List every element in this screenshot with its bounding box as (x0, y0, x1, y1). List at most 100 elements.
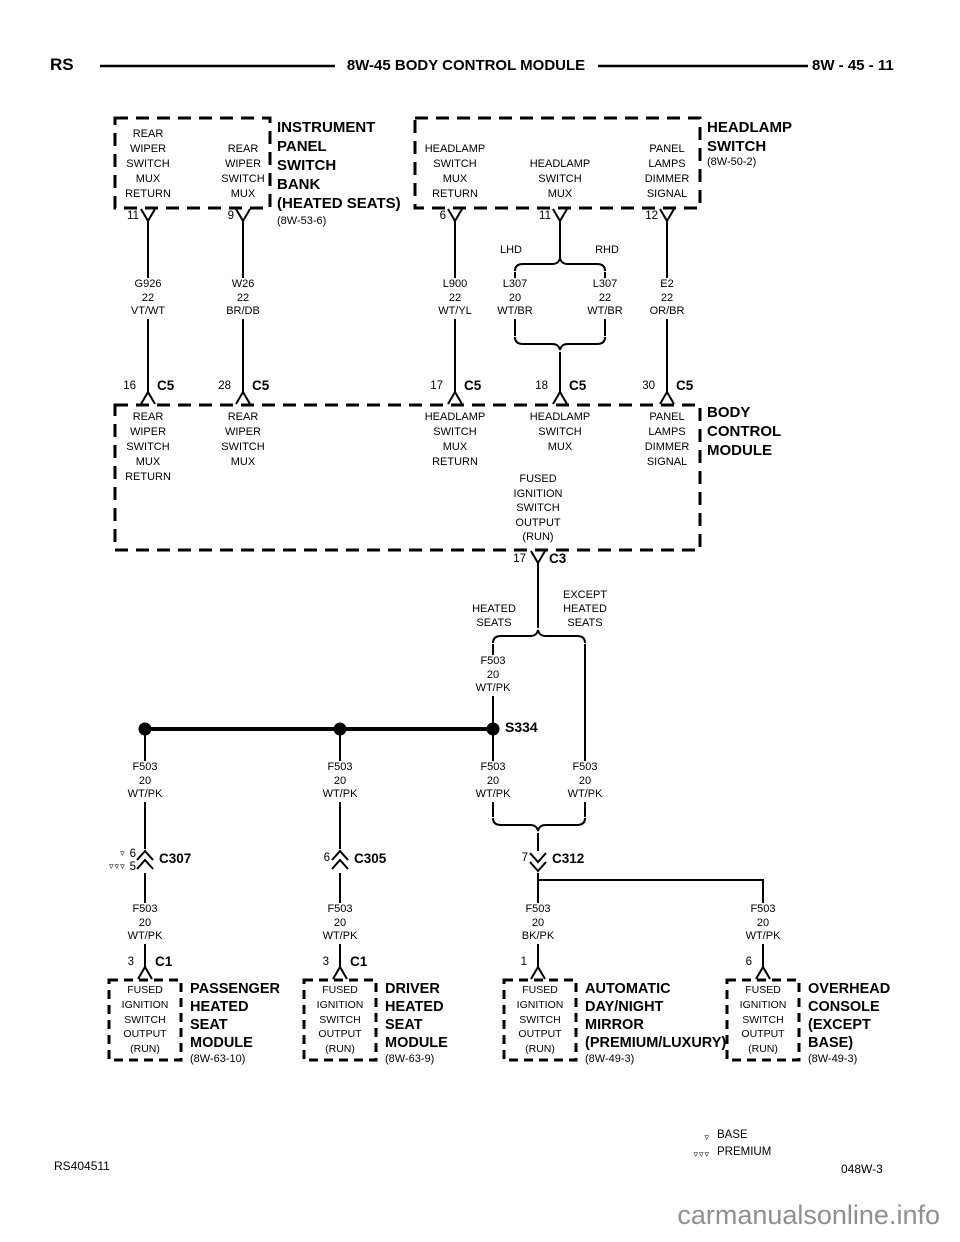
fork-console-6 (755, 965, 771, 980)
fork-bcm-c3-17 (530, 550, 546, 565)
c305-name: C305 (354, 851, 387, 866)
bcm-label-rear-wiper-mux: REAR WIPER SWITCH MUX (221, 411, 265, 468)
fork-passenger-c1-3 (137, 965, 153, 980)
bcm-c5-16-name: C5 (157, 378, 175, 393)
c312-merge-brace (492, 817, 586, 832)
bcm-label-headlamp-mux: HEADLAMP SWITCH MUX (529, 411, 591, 453)
driver-module-title: DRIVER HEATED SEAT MODULE (385, 981, 448, 1051)
wire-e2: E2 22 OR/BR (646, 278, 688, 319)
driver-internal-label: FUSED IGNITION SWITCH OUTPUT (RUN) (316, 984, 364, 1056)
mirror-module-title: AUTOMATIC DAY/NIGHT MIRROR (PREMIUM/LUXU… (585, 981, 727, 1051)
variant-rhd: RHD (595, 244, 619, 256)
hls-ref: (8W-50-2) (707, 156, 757, 168)
l307-merge-brace (514, 336, 606, 351)
hls-pin6-number: 6 (439, 210, 446, 222)
bcm-c3-name: C3 (549, 551, 567, 566)
console-module-ref: (8W-49-3) (808, 1053, 858, 1065)
footer-doc-code: RS404511 (54, 1159, 110, 1173)
hls-pin12-label: PANEL LAMPS DIMMER SIGNAL (644, 143, 690, 200)
wire-f503-except: F503 20 WT/PK (564, 761, 606, 802)
driver-connector: C1 (350, 954, 368, 969)
bcm-c5-30-name: C5 (676, 378, 694, 393)
fork-ipsb-pin11 (140, 208, 156, 223)
legend-base-triangle-icon: ▿ (704, 1132, 710, 1142)
driver-module-ref: (8W-63-9) (385, 1053, 435, 1065)
c312-chevrons (529, 852, 547, 873)
fork-bcm-c5-18 (552, 390, 568, 405)
bcm-title: BODY CONTROL MODULE (707, 404, 782, 459)
fork-hls-pin6 (447, 208, 463, 223)
fork-bcm-c5-16 (140, 390, 156, 405)
wire-f503-passenger: F503 20 WT/PK (124, 903, 166, 944)
wire-l307-lhd: L307 20 WT/BR (494, 278, 536, 319)
bcm-c5-28-number: 28 (218, 380, 231, 392)
c307-base-pin: 6 (129, 847, 136, 860)
bcm-c5-17-number: 17 (430, 380, 443, 392)
heated-seats-split-brace (492, 629, 586, 644)
braces (492, 257, 606, 832)
bcm-label-panel-lamps: PANEL LAMPS DIMMER SIGNAL (644, 411, 690, 468)
hls-pin12-number: 12 (645, 210, 658, 222)
wire-f503-mirror: F503 20 BK/PK (518, 903, 558, 944)
hls-pin11-number: 11 (539, 210, 551, 222)
c307-base-variant-row: ▿ 6 (92, 847, 136, 860)
ipsb-pin11-number: 11 (127, 210, 139, 222)
ipsb-title: INSTRUMENT PANEL SWITCH BANK (HEATED SEA… (277, 119, 401, 212)
passenger-connector: C1 (155, 954, 173, 969)
splice-dot (486, 722, 500, 736)
fork-mirror-1 (530, 965, 546, 980)
bcm-label-headlamp-return: HEADLAMP SWITCH MUX RETURN (424, 411, 486, 468)
module-boxes (107, 978, 801, 1062)
fork-bcm-c5-30 (659, 390, 675, 405)
wire-f503-s334-mid: F503 20 WT/PK (319, 761, 361, 802)
footer-page-ref: 048W-3 (841, 1162, 883, 1176)
fork-bcm-c5-17 (447, 390, 463, 405)
branch-heated-seats: HEATED SEATS (472, 603, 516, 629)
branch-except-heated-seats: EXCEPT HEATED SEATS (562, 589, 608, 629)
driver-pin-number: 3 (322, 956, 329, 968)
headlamp-switch-box (413, 116, 702, 210)
watermark: carmanualsonline.info (677, 1200, 940, 1230)
wire-f503-console: F503 20 WT/PK (742, 903, 784, 944)
splice-dot (333, 722, 347, 736)
passenger-internal-label: FUSED IGNITION SWITCH OUTPUT (RUN) (121, 984, 169, 1056)
component-boxes (113, 116, 702, 552)
c312-name: C312 (552, 851, 585, 866)
premium-triangles-icon: ▿▿▿ (109, 861, 126, 871)
variant-lhd: LHD (499, 244, 523, 256)
instrument-panel-switch-bank-box (113, 116, 272, 210)
splice-s334-label: S334 (505, 719, 538, 735)
splice-s334 (138, 722, 500, 736)
driver-heated-seat-module-box (302, 978, 378, 1062)
bcm-c5-16-number: 16 (123, 380, 136, 392)
bcm-c5-17-name: C5 (464, 378, 482, 393)
wire-g926: G926 22 VT/WT (127, 278, 169, 319)
wire-f503-s334-left: F503 20 WT/PK (124, 761, 166, 802)
legend-premium-triangles-icon: ▿▿▿ (693, 1149, 710, 1159)
fork-bcm-c5-28 (235, 390, 251, 405)
console-pin-number: 6 (745, 956, 752, 968)
auto-daynight-mirror-box (502, 978, 578, 1062)
wire-l307-rhd: L307 22 WT/BR (584, 278, 626, 319)
bcm-label-rear-wiper-return: REAR WIPER SWITCH MUX RETURN (125, 411, 171, 483)
c307-chevrons (136, 849, 154, 870)
ipsb-pin9-label: REAR WIPER SWITCH MUX (221, 143, 265, 200)
wires (144, 221, 764, 967)
mirror-pin-number: 1 (520, 956, 527, 968)
legend-premium-label: PREMIUM (717, 1146, 772, 1158)
c305-pin: 6 (323, 852, 330, 864)
ipsb-pin9-number: 9 (227, 210, 234, 222)
passenger-module-title: PASSENGER HEATED SEAT MODULE (190, 981, 280, 1051)
page-title: 8W-45 BODY CONTROL MODULE (346, 57, 586, 74)
body-control-module-box (113, 403, 702, 552)
passenger-pin-number: 3 (127, 956, 134, 968)
hls-pin6-label: HEADLAMP SWITCH MUX RETURN (424, 143, 486, 200)
bcm-c5-18-name: C5 (569, 378, 587, 393)
hls-title: HEADLAMP SWITCH (707, 119, 792, 155)
wire-f503-driver: F503 20 WT/PK (319, 903, 361, 944)
c312-pin: 7 (521, 852, 528, 864)
wire-w26: W26 22 BR/DB (223, 278, 263, 319)
wire-f503-c3: F503 20 WT/PK (472, 655, 514, 696)
fork-driver-c1-3 (332, 965, 348, 980)
base-triangle-icon: ▿ (120, 848, 126, 858)
